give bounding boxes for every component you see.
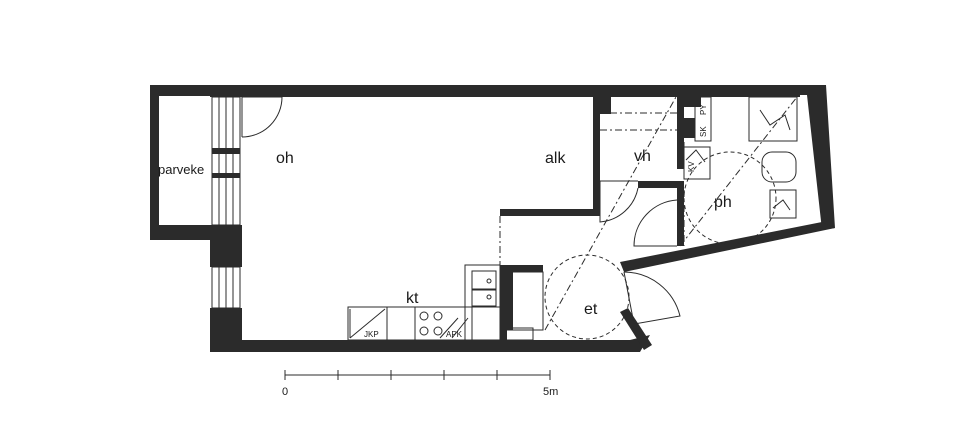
bathroom-label: ph bbox=[714, 194, 732, 211]
living-room-label: oh bbox=[276, 150, 294, 167]
kitchen-label: kt bbox=[406, 290, 419, 307]
left-windows bbox=[211, 96, 241, 309]
cabinet-label: KV bbox=[687, 161, 696, 172]
exterior-walls bbox=[210, 85, 835, 352]
closet-label: vh bbox=[634, 148, 651, 165]
scale-bar: 0 5m bbox=[282, 370, 558, 398]
washer-label: PY bbox=[699, 104, 708, 115]
closet-door bbox=[599, 180, 639, 223]
entry-label: et bbox=[584, 301, 598, 318]
scale-end-label: 5m bbox=[543, 386, 558, 398]
scale-ticks bbox=[284, 370, 551, 380]
balcony-label: parveke bbox=[158, 162, 204, 177]
balcony-door bbox=[241, 96, 283, 138]
alcove-label: alk bbox=[545, 150, 566, 167]
scale-start-label: 0 bbox=[282, 386, 288, 398]
kitchen-counter bbox=[347, 264, 544, 341]
fridge-label: JKP bbox=[364, 330, 379, 339]
storage-cabinets bbox=[594, 96, 712, 142]
turning-circles bbox=[544, 151, 777, 340]
balcony bbox=[150, 85, 212, 240]
bathroom-fixtures bbox=[683, 96, 798, 219]
shelf-label: SK bbox=[699, 126, 708, 137]
bathroom-door bbox=[633, 199, 678, 247]
entry-door bbox=[623, 271, 681, 325]
dishwasher-label: APK bbox=[446, 330, 463, 339]
